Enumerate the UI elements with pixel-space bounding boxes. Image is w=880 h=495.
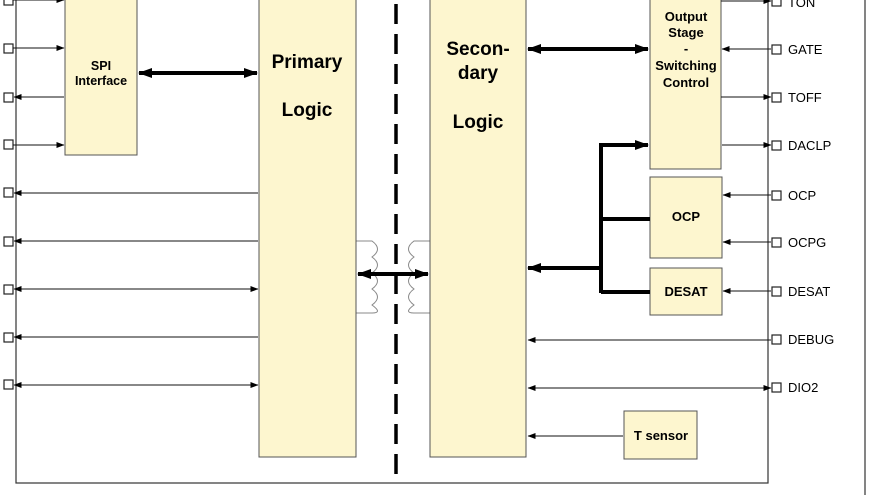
spi-interface-block [64, 0, 138, 156]
ocp-label: OCP [672, 209, 701, 224]
output-stage-block [649, 0, 722, 170]
spi-label-1: SPI [91, 59, 111, 73]
output-stage-label-4: Switching [655, 58, 716, 73]
pin-label-ocp: OCP [788, 188, 816, 203]
pin-ton [771, 0, 782, 7]
primary-label-1: Primary [272, 52, 343, 73]
pin-label-toff: TOFF [788, 90, 822, 105]
output-stage-label-3: - [684, 41, 688, 56]
pin-ocp [771, 190, 782, 201]
t-sensor-block [623, 410, 698, 460]
primary-logic-block [258, 0, 357, 458]
pin-desat [771, 286, 782, 297]
pin-label-ton: TON [788, 0, 815, 10]
pin-label-gate: GATE [788, 42, 823, 57]
left-pin-5 [3, 187, 14, 198]
secondary-label-1: Secon- [446, 39, 509, 60]
pin-toff [771, 92, 782, 103]
pin-debug [771, 334, 782, 345]
left-connections [13, 0, 259, 388]
output-stage-label-2: Stage [668, 25, 703, 40]
left-pin-6 [3, 236, 14, 247]
left-pins [3, 0, 14, 390]
left-pin-4 [3, 139, 14, 150]
desat-label: DESAT [664, 284, 707, 299]
isolation-transformer [356, 240, 430, 314]
right-connections [527, 0, 772, 439]
left-pin-7 [3, 284, 14, 295]
secondary-label-3: Logic [453, 112, 504, 133]
pin-label-desat: DESAT [788, 284, 830, 299]
pin-label-debug: DEBUG [788, 332, 834, 347]
output-stage-label-1: Output [665, 9, 708, 24]
primary-label-2: Logic [282, 100, 333, 121]
secondary-logic-block [429, 0, 527, 458]
feedback-bus [527, 140, 650, 294]
pin-dio2 [771, 382, 782, 393]
pin-daclp [771, 140, 782, 151]
pin-ocpg [771, 237, 782, 248]
left-pin-2 [3, 43, 14, 54]
pin-label-dio2: DIO2 [788, 380, 818, 395]
pin-gate [771, 44, 782, 55]
pin-label-ocpg: OCPG [788, 235, 826, 250]
t-sensor-label: T sensor [634, 428, 688, 443]
left-pin-9 [3, 379, 14, 390]
left-pin-3 [3, 92, 14, 103]
left-pin-1 [3, 0, 14, 6]
spi-label-2: Interface [75, 74, 127, 88]
output-stage-label-5: Control [663, 75, 709, 90]
right-pins [771, 0, 782, 393]
secondary-label-2: dary [458, 63, 499, 84]
left-pin-8 [3, 332, 14, 343]
pin-label-daclp: DACLP [788, 138, 831, 153]
